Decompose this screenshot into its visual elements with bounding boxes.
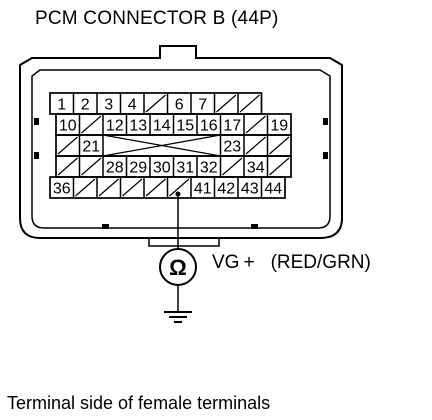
housing-inner: [31, 69, 331, 229]
unused-terminal-slash: [57, 157, 78, 176]
terminal-label: 44: [264, 181, 282, 198]
terminal-label: 30: [153, 160, 171, 177]
unused-terminal-slash: [75, 178, 96, 197]
unused-terminal-slash: [239, 94, 260, 113]
terminal-label: 2: [81, 97, 90, 114]
wire-color: (RED/GRN): [270, 252, 371, 273]
terminal-label: 17: [223, 118, 241, 135]
clip-bottom-right: [251, 224, 258, 229]
terminal-label: 1: [57, 97, 66, 114]
signal-name: VG: [212, 252, 240, 273]
terminal-label: 19: [270, 118, 288, 135]
terminal-label: 7: [198, 97, 207, 114]
unused-terminal-slash: [98, 178, 119, 197]
unused-terminal-slash: [216, 94, 237, 113]
terminal-cell: [174, 135, 198, 156]
terminal-label: 13: [129, 118, 147, 135]
probe-tip-icon: [175, 191, 181, 197]
signal-label: VG+ (RED/GRN): [212, 252, 371, 274]
terminal-label: 36: [53, 181, 71, 198]
terminal-label: 15: [176, 118, 194, 135]
unused-terminal-slash: [145, 94, 166, 113]
footer-caption: Terminal side of female terminals: [7, 393, 271, 413]
connector-title: PCM CONNECTOR B (44P): [35, 8, 279, 29]
clip-left-bottom: [34, 152, 39, 159]
unused-terminal-slash: [269, 136, 290, 155]
unused-terminal-slash: [81, 157, 102, 176]
unused-terminal-slash: [245, 115, 266, 134]
clip-left-top: [34, 118, 39, 125]
housing-outer: [19, 45, 343, 239]
unused-terminal-slash: [122, 178, 143, 197]
terminal-label: 10: [59, 118, 77, 135]
terminal-label: 32: [200, 160, 218, 177]
terminal-label: 12: [106, 118, 124, 135]
housing-clips: [34, 118, 328, 229]
clip-bottom-left: [102, 224, 109, 229]
clip-right-bottom: [323, 152, 328, 159]
unused-terminal-slash: [245, 136, 266, 155]
terminal-label: 6: [175, 97, 184, 114]
unused-terminal-slash: [57, 136, 78, 155]
terminal-label: 41: [194, 181, 212, 198]
terminal-label: 4: [128, 97, 137, 114]
terminal-row: [49, 176, 286, 199]
connector-housing: [19, 45, 343, 247]
terminal-label: 43: [241, 181, 259, 198]
ohm-symbol: Ω: [169, 255, 187, 280]
terminal-cell: [127, 135, 151, 156]
signal-polarity: +: [243, 252, 255, 273]
clip-right-top: [323, 118, 328, 125]
terminal-label: 42: [217, 181, 235, 198]
terminal-label: 21: [82, 139, 100, 156]
terminal-label: 29: [129, 160, 147, 177]
unused-terminal-slash: [145, 178, 166, 197]
blocked-region-cross: [102, 134, 221, 157]
terminal-label: 28: [106, 160, 124, 177]
terminal-label: 3: [104, 97, 113, 114]
unused-terminal-slash: [81, 115, 102, 134]
housing-bottom-tab: [148, 237, 220, 247]
terminal-label: 16: [200, 118, 218, 135]
unused-terminal-slash: [169, 178, 190, 197]
probe-circuit: [159, 194, 197, 323]
terminal-label: 23: [223, 139, 241, 156]
unused-terminal-slash: [269, 157, 290, 176]
terminal-label: 31: [176, 160, 194, 177]
unused-terminal-slash: [222, 157, 243, 176]
terminal-label: 34: [247, 160, 265, 177]
terminal-label: 14: [153, 118, 171, 135]
